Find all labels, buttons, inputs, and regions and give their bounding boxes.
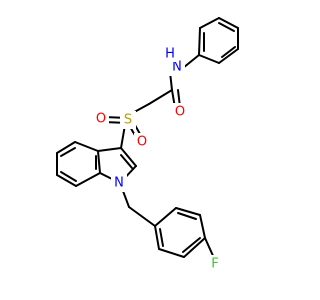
bond [182, 237, 201, 253]
atom-s-sulfonyl: S [120, 111, 136, 129]
bond [74, 141, 99, 152]
atom-o-sulfonyl-left: O [93, 110, 109, 128]
bond [199, 17, 220, 29]
bond [154, 225, 160, 250]
bond [198, 54, 220, 64]
atom-o-sulfonyl-lower: O [134, 133, 150, 151]
bond [128, 206, 156, 227]
bond [60, 171, 77, 182]
molecule-diagram: N H O S O O N F [56, 17, 239, 273]
atom-f-fluoro: F [207, 255, 223, 273]
structure-svg: N H O S O O N F [56, 17, 239, 273]
bond [182, 54, 200, 69]
bond [183, 237, 206, 258]
bond [199, 214, 206, 239]
bond [60, 147, 76, 157]
atom-s-sulfonyl-label: S [124, 113, 132, 128]
bond [221, 46, 236, 58]
bond [159, 228, 164, 247]
atom-n-indole: N [111, 174, 127, 192]
bond [120, 154, 133, 169]
bond [120, 147, 137, 167]
atom-h-amide: H [163, 46, 177, 62]
bond [75, 172, 101, 187]
bond [218, 17, 239, 29]
bond [56, 174, 77, 187]
bond [177, 212, 197, 220]
bond [218, 48, 239, 64]
bond [204, 237, 215, 259]
atom-n-amide: N [169, 58, 185, 76]
bond [148, 89, 173, 105]
atom-o-amide: O [172, 103, 188, 121]
bond [56, 141, 76, 154]
atom-o-sulfonyl-left-label: O [96, 112, 106, 127]
atom-f-fluoro-label: F [211, 257, 218, 272]
atom-o-amide-label: O [175, 105, 185, 120]
bond [97, 147, 122, 152]
bond [97, 150, 101, 174]
bond [198, 27, 201, 56]
bond [218, 22, 235, 32]
bond [154, 207, 177, 227]
atom-o-sulfonyl-lower-label: O [137, 135, 147, 150]
atom-n-indole-label: N [114, 176, 124, 191]
bond [175, 207, 201, 216]
atom-n-amide-label: N [172, 60, 182, 75]
atom-h-amide-label: H [165, 47, 175, 62]
bond [158, 248, 185, 258]
